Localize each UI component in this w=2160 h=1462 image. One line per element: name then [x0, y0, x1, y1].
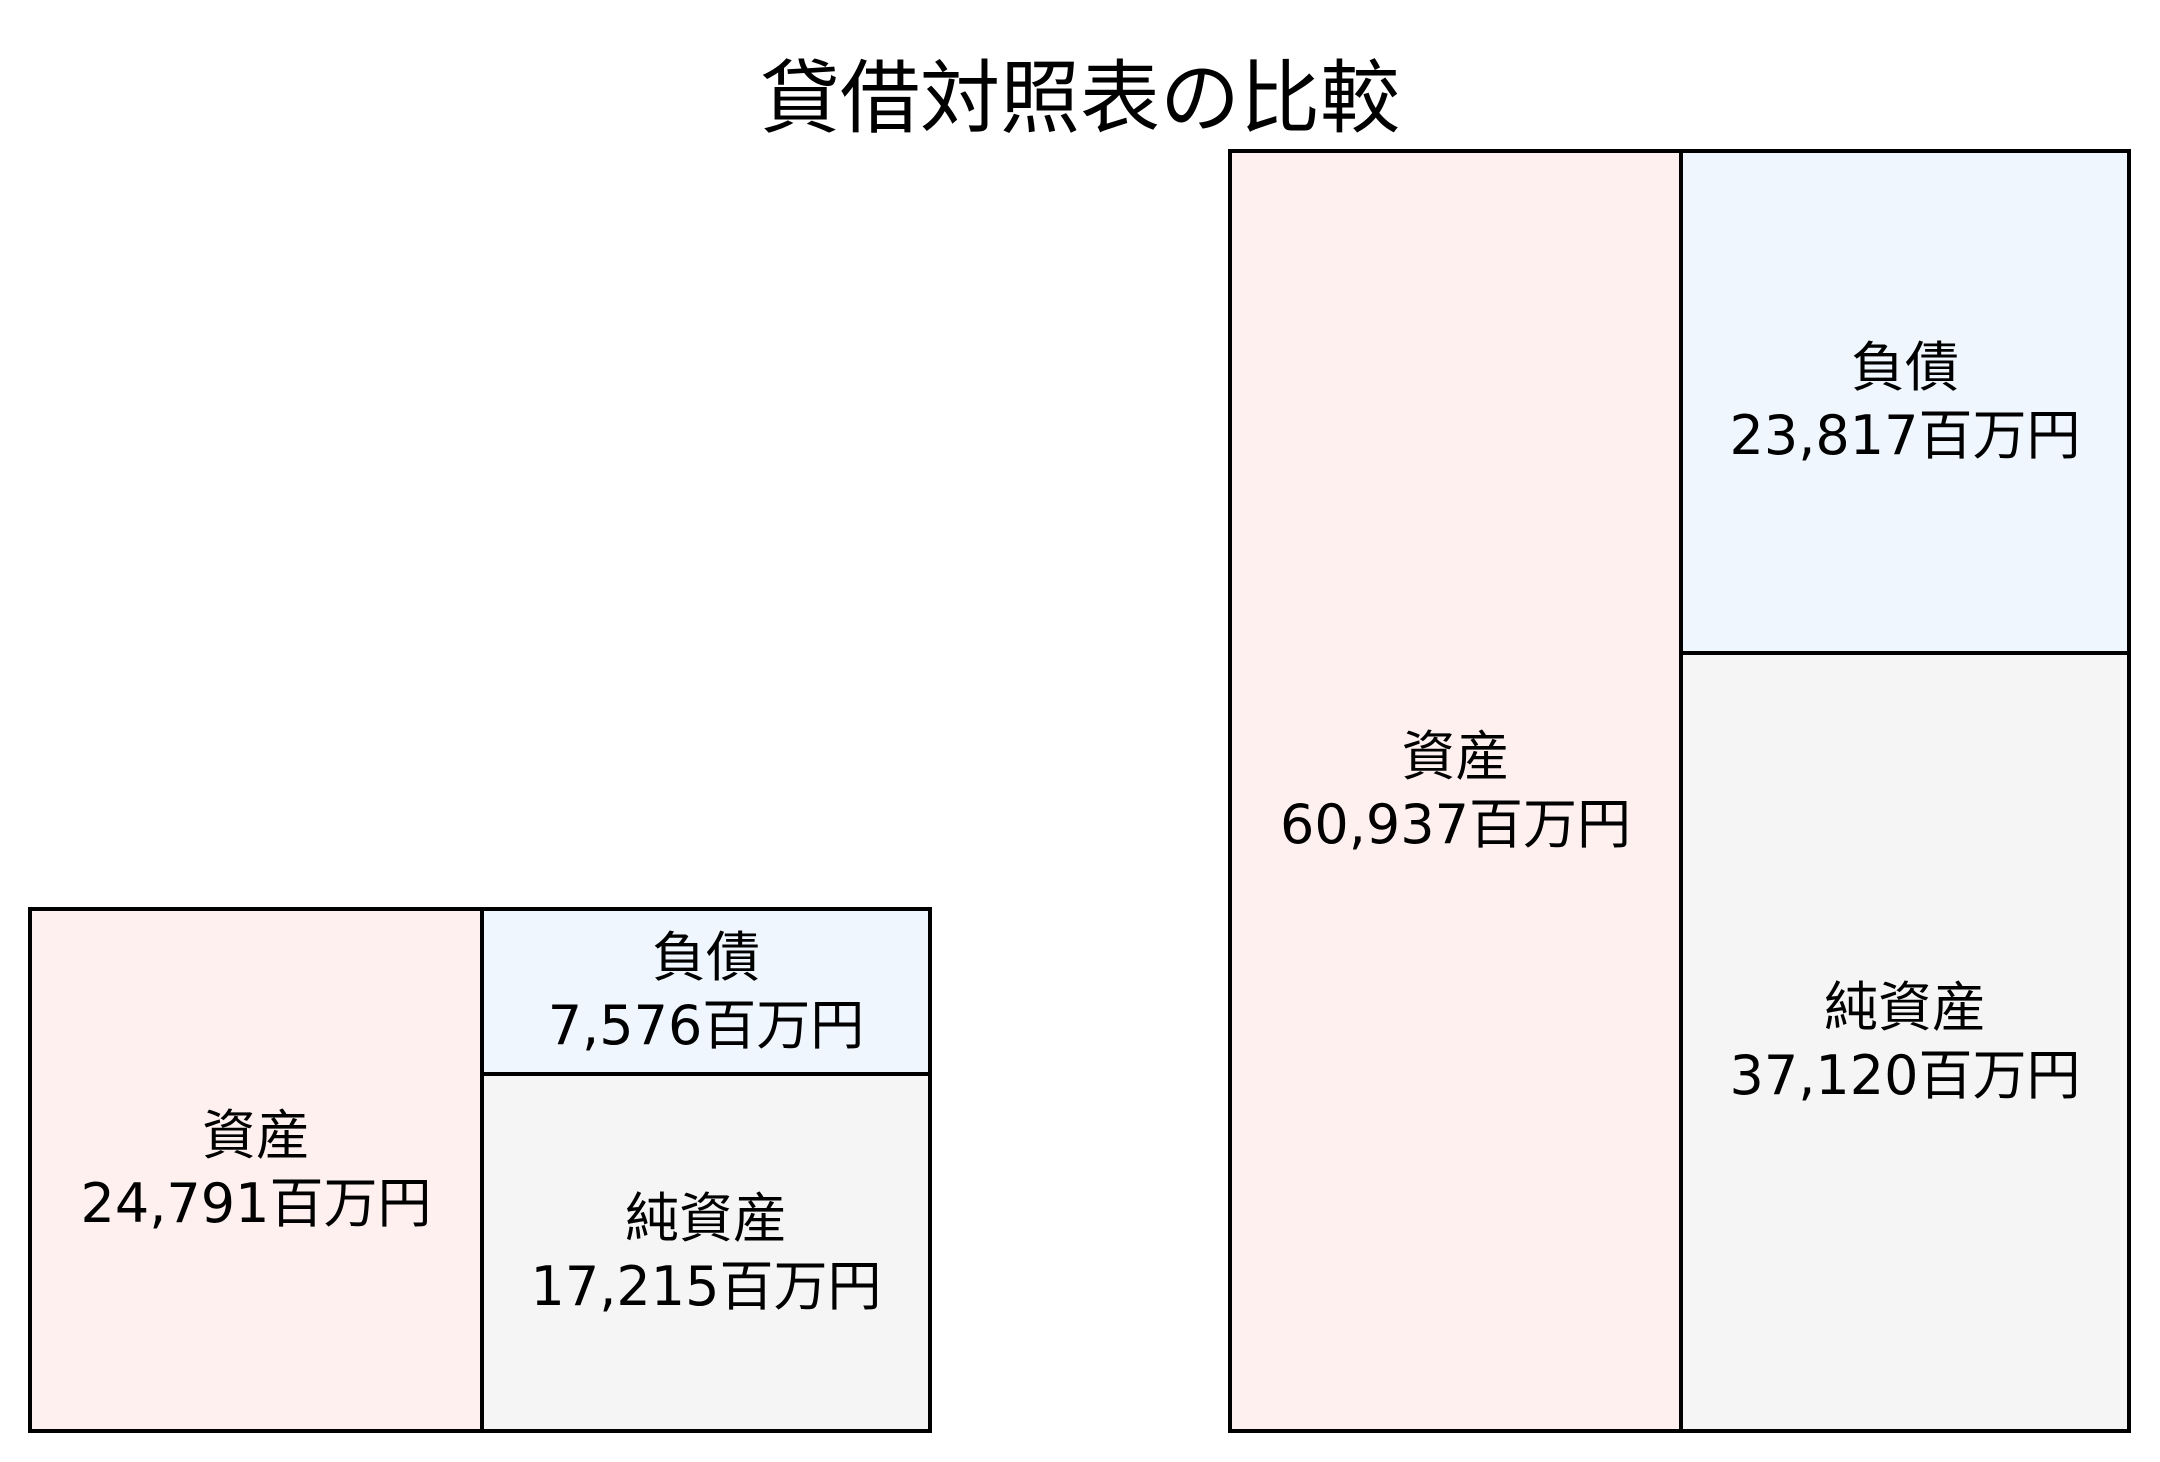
liability-label: 負債 — [1851, 336, 1959, 399]
liability-label: 負債 — [652, 925, 760, 989]
chart-title: 貸借対照表の比較 — [760, 52, 1400, 145]
liability-value: 23,817百万円 — [1729, 404, 2081, 467]
asset-block: 資産 60,937百万円 — [1228, 149, 1683, 1433]
liability-value: 7,576百万円 — [547, 993, 865, 1057]
asset-value: 60,937百万円 — [1280, 793, 1631, 856]
equity-block: 純資産 17,215百万円 — [480, 1072, 932, 1433]
equity-label: 純資産 — [1824, 976, 1986, 1039]
equity-block: 純資産 37,120百万円 — [1679, 651, 2131, 1433]
equity-value: 17,215百万円 — [530, 1254, 882, 1318]
asset-label: 資産 — [1401, 725, 1510, 788]
asset-label: 資産 — [202, 1104, 310, 1167]
liability-block: 負債 23,817百万円 — [1679, 149, 2131, 655]
equity-label: 純資産 — [625, 1186, 787, 1250]
equity-value: 37,120百万円 — [1729, 1044, 2081, 1107]
asset-block: 資産 24,791百万円 — [28, 907, 484, 1433]
liability-block: 負債 7,576百万円 — [480, 907, 932, 1076]
asset-value: 24,791百万円 — [80, 1172, 432, 1235]
